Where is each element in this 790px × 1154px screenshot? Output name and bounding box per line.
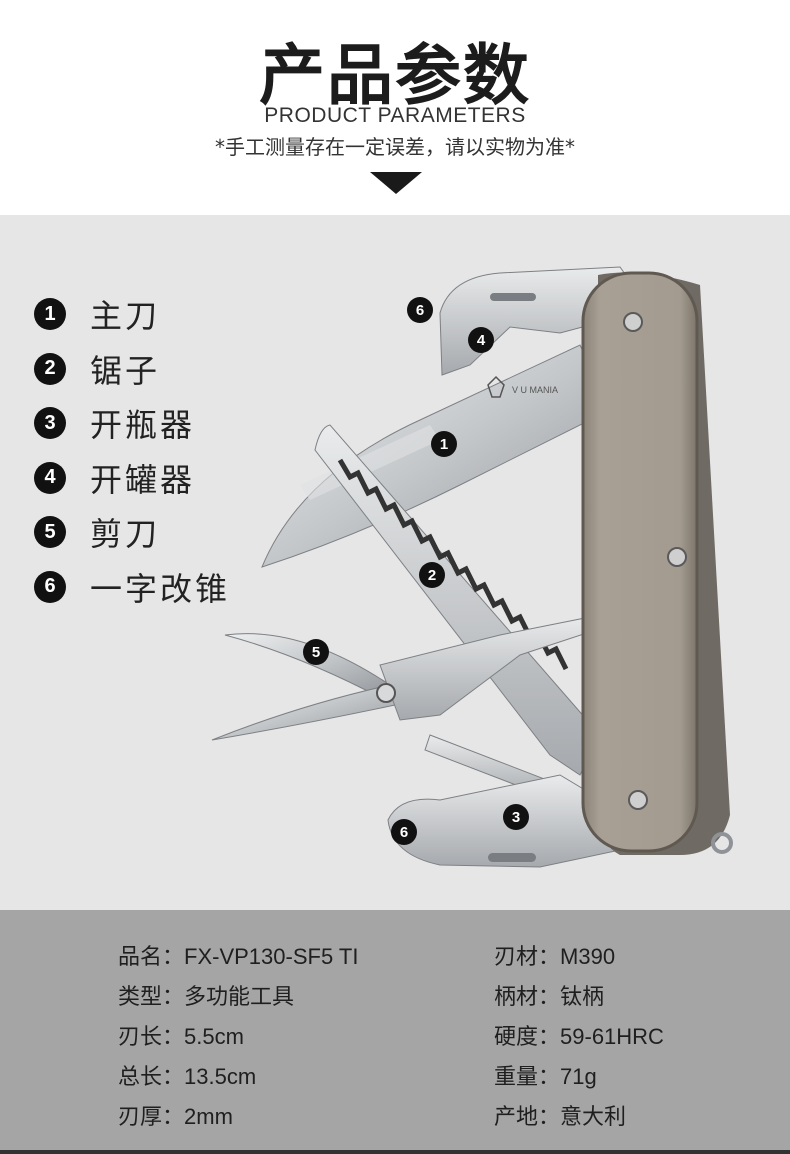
spec-label: 刃厚： — [118, 1105, 185, 1130]
svg-text:6: 6 — [400, 824, 408, 841]
spec-row: 硬度：59-61HRC — [494, 1020, 664, 1060]
multitool-image: V U MANIA — [211, 266, 733, 868]
product-illustration: V U MANIA — [0, 215, 790, 910]
spec-value: 2mm — [184, 1104, 233, 1129]
spec-row: 刃厚：2mm — [118, 1100, 358, 1140]
legend-item: 4 开罐器 — [34, 451, 230, 506]
spec-value: 5.5cm — [184, 1024, 244, 1049]
spec-label: 总长： — [118, 1065, 185, 1090]
svg-text:4: 4 — [477, 332, 486, 349]
spec-label: 品名： — [118, 945, 185, 970]
callout-4: 4 — [468, 327, 494, 353]
callout-6-bottom: 6 — [391, 819, 417, 845]
spec-value: 59-61HRC — [560, 1024, 664, 1049]
legend-number-badge: 5 — [34, 516, 66, 549]
spec-label: 产地： — [494, 1105, 561, 1130]
spec-value: 钛柄 — [560, 984, 605, 1009]
legend-item: 2 锯子 — [34, 342, 230, 397]
legend-label: 主刀 — [90, 297, 161, 336]
svg-text:6: 6 — [416, 302, 424, 319]
spec-row: 刃材：M390 — [494, 940, 664, 980]
spec-label: 刃长： — [118, 1025, 185, 1050]
callout-1: 1 — [431, 431, 457, 457]
svg-text:5: 5 — [312, 644, 320, 661]
spec-value: FX-VP130-SF5 TI — [184, 944, 359, 969]
blade-logo: V U MANIA — [512, 385, 558, 395]
callout-3: 3 — [503, 804, 529, 830]
page-title: 产品参数 — [259, 37, 531, 114]
header: 产品参数 PRODUCT PARAMETERS *手工测量存在一定误差，请以实物… — [0, 0, 790, 215]
spec-column-left: 品名：FX-VP130-SF5 TI 类型：多功能工具 刃长：5.5cm 总长：… — [118, 940, 358, 1140]
callout-2: 2 — [419, 562, 445, 588]
legend-item: 1 主刀 — [34, 287, 230, 342]
legend-label: 锯子 — [90, 351, 161, 390]
spec-label: 硬度： — [494, 1025, 561, 1050]
measurement-note: *手工测量存在一定误差，请以实物为准* — [215, 135, 575, 159]
legend-item: 5 剪刀 — [34, 505, 230, 560]
legend-number-badge: 1 — [34, 298, 66, 331]
spec-row: 重量：71g — [494, 1060, 664, 1100]
spec-label: 类型： — [118, 985, 185, 1010]
spec-table: 品名：FX-VP130-SF5 TI 类型：多功能工具 刃长：5.5cm 总长：… — [0, 910, 790, 1154]
spec-column-right: 刃材：M390 柄材：钛柄 硬度：59-61HRC 重量：71g 产地：意大利 — [494, 940, 664, 1140]
legend-number-badge: 4 — [34, 461, 66, 494]
legend-item: 6 一字改锥 — [34, 560, 230, 615]
tool-legend: 1 主刀 2 锯子 3 开瓶器 4 开罐器 5 剪刀 6 一字改锥 — [34, 287, 230, 614]
legend-label: 剪刀 — [90, 515, 161, 554]
spec-value: 意大利 — [560, 1104, 627, 1129]
callout-6-top: 6 — [407, 297, 433, 323]
titanium-handle — [581, 271, 733, 855]
svg-text:2: 2 — [428, 567, 436, 584]
svg-text:1: 1 — [440, 436, 448, 453]
svg-text:3: 3 — [512, 809, 520, 826]
legend-item: 3 开瓶器 — [34, 396, 230, 451]
callout-5: 5 — [303, 639, 329, 665]
legend-number-badge: 3 — [34, 407, 66, 440]
spec-value: 71g — [560, 1064, 597, 1089]
legend-label: 一字改锥 — [90, 569, 231, 608]
spec-row: 柄材：钛柄 — [494, 980, 664, 1020]
bottom-divider — [0, 1150, 790, 1154]
spec-row: 总长：13.5cm — [118, 1060, 358, 1100]
spec-row: 类型：多功能工具 — [118, 980, 358, 1020]
spec-value: 多功能工具 — [184, 984, 295, 1009]
main-blade: V U MANIA — [261, 344, 611, 568]
legend-label: 开瓶器 — [90, 406, 196, 445]
down-arrow-icon — [370, 172, 422, 194]
spec-row: 刃长：5.5cm — [118, 1020, 358, 1060]
legend-number-badge: 6 — [34, 570, 66, 603]
legend-number-badge: 2 — [34, 352, 66, 385]
spec-row: 品名：FX-VP130-SF5 TI — [118, 940, 358, 980]
fox-logo — [487, 375, 505, 398]
page-subtitle: PRODUCT PARAMETERS — [264, 104, 526, 127]
spec-row: 产地：意大利 — [494, 1100, 664, 1140]
spec-label: 重量： — [494, 1065, 561, 1090]
spec-label: 柄材： — [494, 985, 561, 1010]
spec-value: 13.5cm — [184, 1064, 257, 1089]
spec-value: M390 — [560, 944, 616, 969]
legend-label: 开罐器 — [90, 460, 196, 499]
spec-label: 刃材： — [494, 945, 561, 970]
